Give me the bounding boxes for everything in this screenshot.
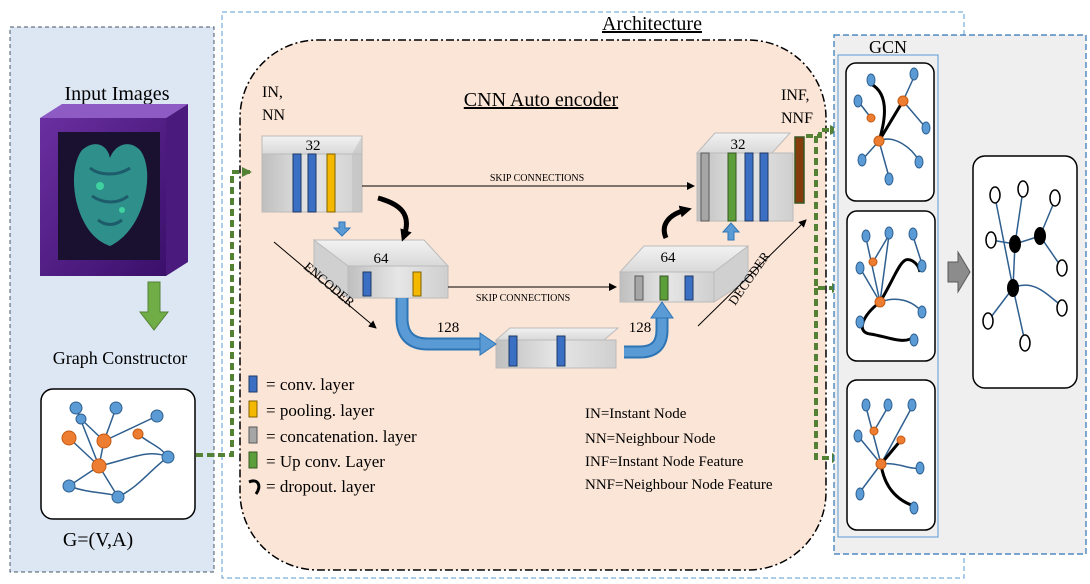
legend: = conv. layer = pooling. layer = concate… — [248, 375, 417, 496]
bottleneck-block: 128 128 — [437, 320, 652, 369]
encoder-block-64: 64 — [312, 238, 450, 300]
pooling-layer — [326, 153, 336, 213]
io-label-nn: NN — [262, 107, 286, 124]
concat-layer — [634, 275, 644, 301]
block-size-label: 64 — [374, 251, 390, 267]
encoder-arrow — [273, 241, 377, 329]
block-size-label: 32 — [306, 138, 321, 154]
autoencoder-region — [239, 39, 827, 571]
decoder-block-32: 32 — [695, 132, 794, 222]
conv-layer — [744, 152, 754, 222]
definition-text: NNF=Neighbour Node Feature — [585, 477, 773, 493]
io-label-in: IN, — [262, 84, 283, 101]
feature-output-bar — [794, 136, 805, 204]
pooling-layer — [412, 271, 422, 297]
gcn-graph — [846, 210, 936, 362]
conv-layer — [508, 335, 518, 367]
legend-text: = Up conv. Layer — [266, 452, 385, 471]
io-label-nnf: NNF — [781, 110, 813, 127]
legend-swatch-dropout — [248, 479, 261, 495]
upconv-layer — [727, 152, 737, 222]
gcn-title: GCN — [869, 37, 907, 57]
conv-layer — [292, 153, 302, 213]
gcn-graph — [845, 62, 935, 202]
gcn-graph — [846, 379, 936, 531]
pool-arrow — [332, 221, 352, 237]
output-arrow — [947, 250, 971, 294]
autoencoder-title: CNN Auto encoder — [464, 89, 619, 111]
definition-text: INF=Instant Node Feature — [585, 454, 744, 470]
down-arrow — [138, 281, 170, 331]
concat-layer — [700, 152, 710, 222]
conv-layer — [759, 152, 769, 222]
conv-layer — [362, 271, 372, 297]
graph-constructor-label: Graph Constructor — [53, 348, 187, 368]
decoder-arrow — [697, 219, 807, 327]
encoder-block-32: 32 — [261, 135, 363, 213]
legend-swatch-conv — [248, 375, 258, 393]
decoder-block-64: 64 — [618, 244, 750, 303]
definition-text: IN=Instant Node — [585, 406, 687, 422]
conv-layer — [556, 335, 566, 367]
brain-image — [40, 104, 188, 276]
legend-swatch-pooling — [248, 400, 258, 418]
architecture-title: Architecture — [602, 13, 702, 35]
legend-text: = conv. layer — [266, 375, 355, 394]
definition-text: NN=Neighbour Node — [585, 431, 716, 447]
legend-swatch-upconv — [248, 451, 258, 469]
conv-layer — [307, 153, 317, 213]
block-size-label: 128 — [629, 320, 652, 336]
legend-text: = concatenation. layer — [266, 427, 417, 446]
output-graph — [972, 155, 1078, 389]
skip-label-mid: SKIP CONNECTIONS — [476, 293, 570, 304]
dropout-arrow — [377, 195, 412, 242]
legend-swatch-concat — [248, 426, 258, 444]
block-size-label: 64 — [661, 250, 677, 266]
upconv-layer — [659, 275, 669, 301]
dropout-arrow — [661, 205, 692, 239]
skip-label-top: SKIP CONNECTIONS — [490, 173, 584, 184]
green-connectors — [196, 125, 842, 463]
legend-text: = pooling. layer — [266, 401, 375, 420]
input-panel: Input Images Graph Constructor — [9, 26, 215, 573]
upconv-arrow — [721, 222, 741, 241]
legend-text: = dropout. layer — [266, 477, 376, 496]
input-images-title: Input Images — [65, 83, 170, 105]
block-size-label: 32 — [731, 137, 746, 153]
graph-caption: G=(V,A) — [63, 529, 133, 551]
io-label-inf: INF, — [781, 87, 810, 104]
conv-layer — [684, 275, 694, 301]
block-size-label: 128 — [437, 320, 460, 336]
definitions: IN=Instant Node NN=Neighbour Node INF=In… — [585, 406, 773, 493]
input-graph — [40, 388, 196, 520]
